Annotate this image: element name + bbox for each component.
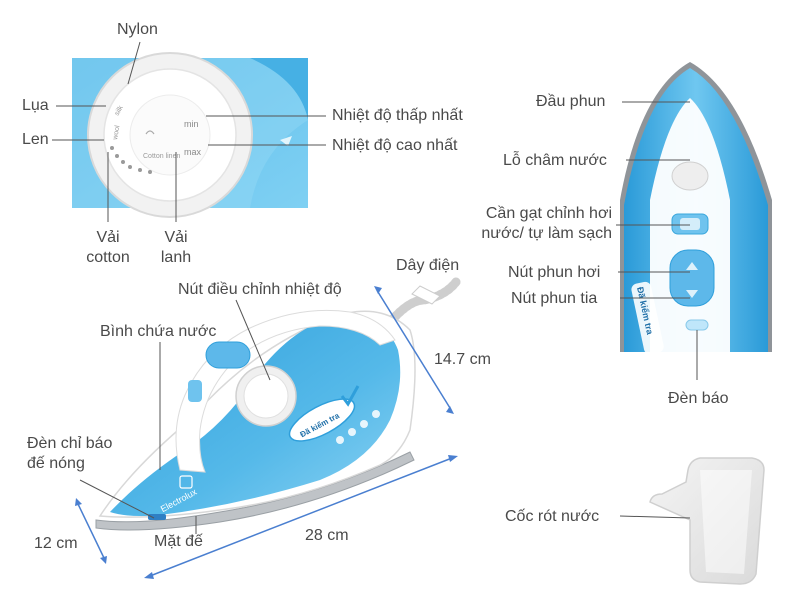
arrow-head-icon [100,556,107,564]
label-vai-lanh-line2: lanh [160,249,192,266]
spray-button [205,341,251,369]
iron-top-view: Đã kiểm tra [610,62,782,355]
label-vai-lanh: Vải lanh [150,228,202,268]
label-den-chi-bao-line2: đế nóng [27,455,85,472]
label-lo-cham-nuoc: Lỗ châm nước [503,152,607,169]
heat-indicator-light [148,514,166,520]
arrow-head-icon [374,286,382,294]
label-vai-lanh-line1: Vải [164,229,188,246]
soleplate [95,451,415,531]
leader-lines [52,41,698,534]
label-vai-cotton: Vải cotton [80,228,136,268]
dial-closeup: min max Cotton linen silk wool [72,52,308,218]
arrow-head-icon [446,406,454,414]
label-can-gat-line1: Cần gạt chỉnh hơi [485,205,612,222]
water-fill-hole [671,161,709,191]
dial-cotton-text: Cotton linen [143,153,180,160]
label-nhiet-do-cao-nhat: Nhiệt độ cao nhất [332,137,458,154]
steam-burst-button [669,249,715,307]
dial-max-text: max [184,147,202,157]
steam-symbol-icon [145,130,155,135]
steam-lever [188,380,202,402]
label-day-dien: Dây điện [396,257,460,274]
label-dau-phun: Đầu phun [536,93,606,110]
dial-min-text: min [184,119,199,129]
label-nylon: Nylon [117,21,158,38]
iron-main-view: Đã kiểm tra Electrolux [95,277,461,531]
arrow-head-icon [144,572,154,579]
brand-logo-icon [179,475,193,489]
label-den-chi-bao-line1: Đèn chỉ báo [27,435,113,452]
label-len: Len [22,131,49,148]
dial-wool-text: wool [112,125,122,142]
label-can-gat-line2: nước/ tự làm sạch [481,225,612,242]
label-nut-phun-hoi: Nút phun hơi [508,264,601,281]
label-height-dimension: 14.7 cm [434,351,491,368]
label-coc-rot-nuoc: Cốc rót nước [505,508,600,525]
arrow-head-icon [448,455,458,462]
label-can-gat: Cần gạt chỉnh hơi nước/ tự làm sạch [460,204,612,244]
dial-silk-text: silk [114,104,125,117]
water-cup [649,457,765,585]
label-den-chi-bao-de-nong: Đèn chỉ báo đế nóng [27,434,112,474]
arrow-head-icon [75,498,82,506]
label-binh-chua-nuoc: Bình chứa nước [100,323,217,340]
label-nut-phun-tia: Nút phun tia [511,290,598,307]
label-nhiet-do-thap-nhat: Nhiệt độ thấp nhất [332,107,463,124]
label-length-dimension: 28 cm [305,527,349,544]
label-den-bao: Đèn báo [668,390,729,407]
label-width-dimension: 12 cm [34,535,78,552]
label-mat-de: Mặt đế [154,533,203,550]
label-lua: Lụa [22,97,49,114]
indicator-light [685,319,709,331]
label-vai-cotton-line1: Vải [96,229,120,246]
label-nut-dieu-chinh-nhiet-do: Nút điều chỉnh nhiệt độ [178,281,342,298]
label-vai-cotton-line2: cotton [86,249,130,266]
dimension-arrows [75,286,458,579]
